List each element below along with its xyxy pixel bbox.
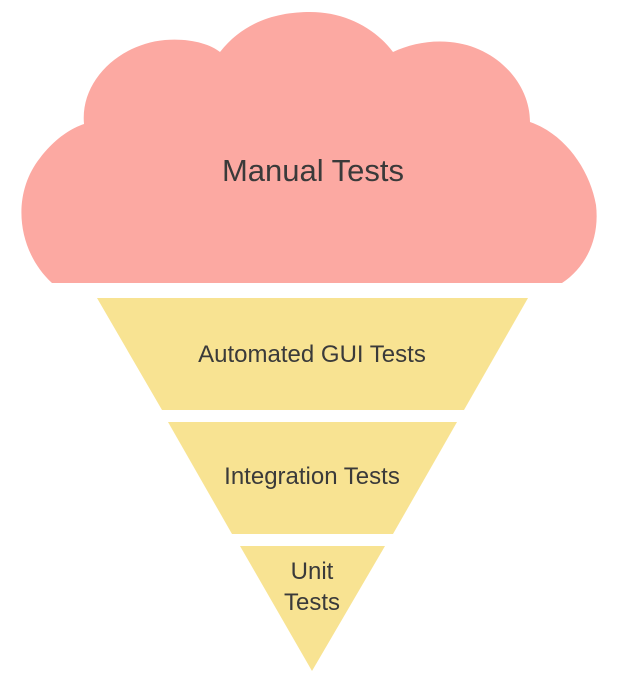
automated-gui-tests-band (97, 298, 528, 410)
unit-tests-layer: Unit Tests (240, 546, 385, 671)
automated-gui-tests-label: Automated GUI Tests (198, 341, 426, 368)
integration-tests-layer: Integration Tests (168, 422, 457, 534)
unit-tests-label-line-1: Unit (291, 558, 334, 585)
automated-gui-tests-layer: Automated GUI Tests (97, 298, 528, 410)
cloud-shape (21, 12, 597, 283)
manual-tests-label: Manual Tests (222, 153, 404, 188)
integration-tests-band (168, 422, 457, 534)
unit-tests-triangle (240, 546, 385, 671)
unit-tests-label-line-2: Tests (284, 589, 340, 616)
integration-tests-label: Integration Tests (224, 463, 400, 490)
manual-tests-cloud: Manual Tests (21, 12, 597, 283)
